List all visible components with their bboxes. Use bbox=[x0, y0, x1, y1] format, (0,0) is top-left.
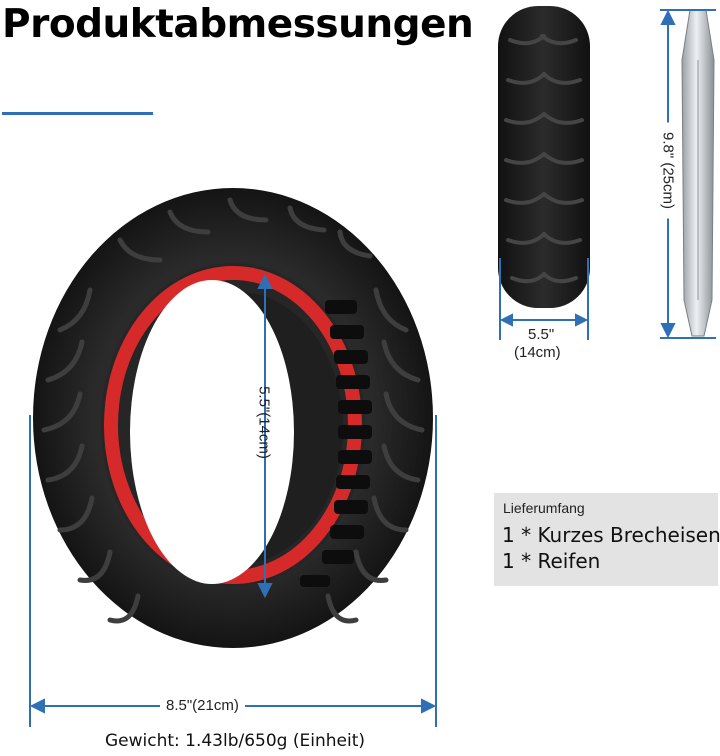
package-item: 1 * Reifen bbox=[502, 549, 601, 573]
tire-center-hole bbox=[130, 280, 294, 584]
lever-length-label: 9.8" (25cm) bbox=[659, 122, 677, 219]
tire-lever bbox=[681, 9, 715, 337]
page-title: Produktabmessungen bbox=[2, 2, 474, 47]
tire-width-label-inches: 5.5" bbox=[528, 326, 555, 343]
outer-diameter-label: 8.5"(21cm) bbox=[160, 697, 245, 714]
package-contents-caption: Lieferumfang bbox=[503, 500, 585, 516]
tire-side-view bbox=[498, 6, 590, 308]
inner-diameter-label: 5.5"(14cm) bbox=[255, 386, 273, 459]
title-underline bbox=[2, 112, 153, 115]
inner-diameter-arrow bbox=[257, 273, 273, 599]
tire-width-arrow bbox=[499, 258, 589, 340]
honeycomb-slots bbox=[300, 300, 372, 587]
tire-front-view bbox=[33, 188, 433, 648]
package-contents-box: Lieferumfang 1 * Kurzes Brecheisen 1 * R… bbox=[494, 493, 720, 586]
tread-pattern bbox=[41, 197, 425, 624]
weight-label: Gewicht: 1.43lb/650g (Einheit) bbox=[104, 731, 366, 751]
package-item: 1 * Kurzes Brecheisen bbox=[502, 523, 720, 547]
tire-width-label-cm: (14cm) bbox=[514, 344, 561, 361]
